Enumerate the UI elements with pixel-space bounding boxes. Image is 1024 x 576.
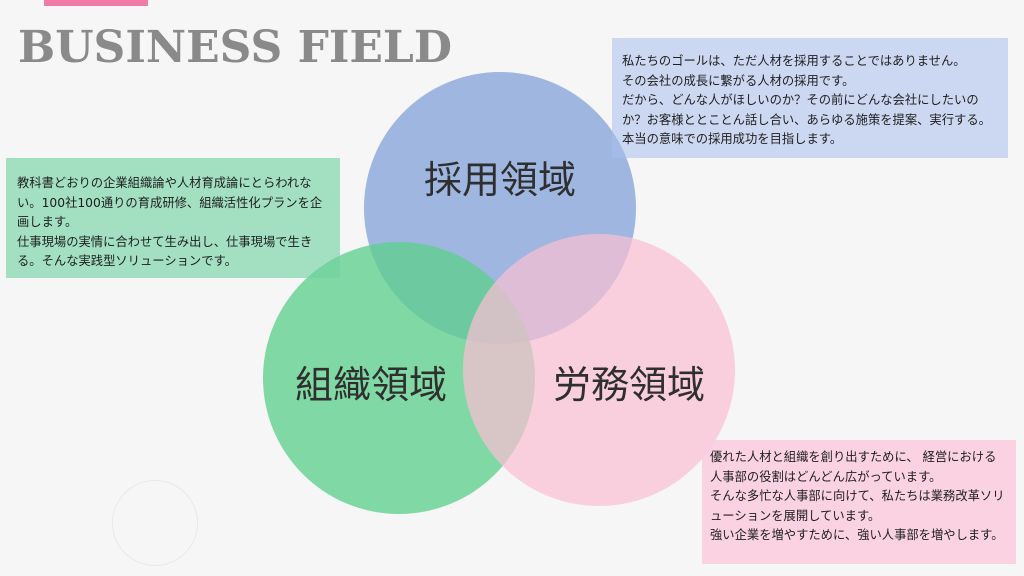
decorative-circle [112, 480, 198, 566]
accent-bar [44, 0, 148, 6]
label-organization: 組織領域 [295, 363, 447, 407]
organization-description: 教科書どおりの企業組織論や人材育成論にとらわれない。100社100通りの育成研修… [6, 158, 340, 278]
labor-description: 優れた人材と組織を創り出すために、 経営における人事部の役割はどんどん広がってい… [702, 440, 1016, 564]
page-title: BUSINESS FIELD [18, 22, 453, 73]
label-recruitment: 採用領域 [424, 158, 576, 202]
label-labor: 労務領域 [553, 363, 705, 407]
recruitment-description: 私たちのゴールは、ただ人材を採用することではありません。 その会社の成長に繋がる… [612, 38, 1008, 158]
circle-organization [263, 242, 535, 514]
circle-labor [463, 234, 735, 506]
